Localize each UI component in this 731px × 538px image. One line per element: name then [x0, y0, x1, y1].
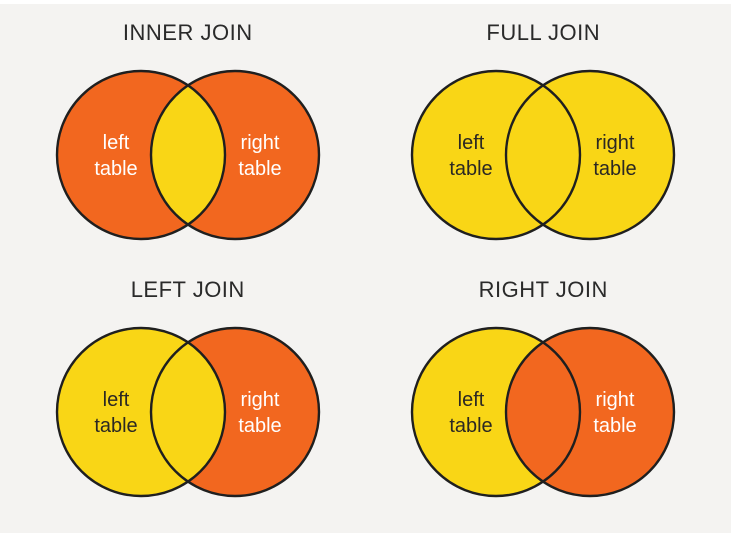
- panel-title-left-join: LEFT JOIN: [130, 276, 245, 302]
- panel-left-join: LEFT JOIN left table right table: [10, 267, 366, 524]
- left-circle-outline: [55, 326, 226, 497]
- right-table-label-line1: right: [596, 389, 635, 411]
- diagram-canvas: INNER JOIN left table right table FULL J…: [0, 4, 731, 533]
- right-table-label-line1: right: [240, 389, 279, 411]
- right-table-label-line2: table: [594, 415, 637, 437]
- intersection-region: [506, 327, 581, 496]
- left-table-label-line2: table: [450, 415, 493, 437]
- intersection-region: [150, 327, 225, 496]
- left-table-label-line1: left: [102, 132, 129, 154]
- right-table-label-line2: table: [238, 158, 281, 180]
- left-circle-outline: [55, 69, 226, 241]
- left-table-label-line1: left: [102, 389, 129, 411]
- left-table-label-line2: table: [450, 158, 493, 180]
- left-table-label-line2: table: [94, 158, 137, 180]
- panel-title-right-join: RIGHT JOIN: [478, 276, 608, 302]
- intersection-region: [506, 71, 581, 239]
- right-table-label-line2: table: [594, 158, 637, 180]
- panel-full-join: FULL JOIN left table right table: [366, 10, 722, 267]
- panel-right-join: RIGHT JOIN left table right table: [366, 267, 722, 524]
- left-table-label-line1: left: [458, 389, 485, 411]
- right-table-label-line2: table: [238, 415, 281, 437]
- right-circle-outline: [505, 69, 676, 241]
- right-circle-outline: [149, 326, 320, 497]
- venn-diagram-full-join: left table right table: [411, 69, 676, 241]
- right-table-label-line1: right: [596, 132, 635, 154]
- left-table-label-line2: table: [94, 415, 137, 437]
- left-table-label-line1: left: [458, 132, 485, 154]
- venn-diagram-left-join: left table right table: [55, 326, 320, 497]
- panel-title-full-join: FULL JOIN: [486, 20, 601, 45]
- right-circle-outline: [149, 69, 320, 241]
- venn-diagram-inner-join: left table right table: [55, 69, 320, 241]
- left-circle-outline: [411, 326, 582, 497]
- left-circle-outline: [411, 69, 582, 241]
- intersection-region: [150, 71, 225, 239]
- right-circle-outline: [505, 326, 676, 497]
- join-diagrams-grid: INNER JOIN left table right table FULL J…: [0, 4, 731, 533]
- panel-title-inner-join: INNER JOIN: [122, 20, 253, 45]
- right-table-label-line1: right: [240, 132, 279, 154]
- panel-inner-join: INNER JOIN left table right table: [10, 10, 366, 267]
- venn-diagram-right-join: left table right table: [411, 326, 676, 497]
